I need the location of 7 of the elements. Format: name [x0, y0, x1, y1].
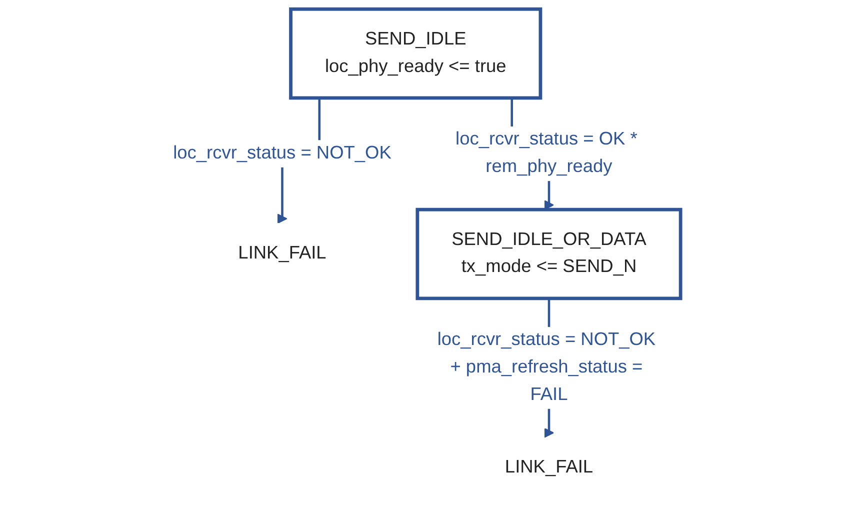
node-text: LINK_FAIL	[238, 244, 326, 264]
edge-label: loc_rcvr_status = NOT_OK	[173, 144, 392, 163]
node-text: LINK_FAIL	[505, 458, 594, 478]
node-box: SEND_IDLE_OR_DATA tx_mode <= SEND_N	[416, 208, 682, 300]
edge-label: loc_rcvr_status = OK * rem_phy_ready	[456, 130, 638, 177]
edge-label: loc_rcvr_status = NOT_OK + pma_refresh_status = FAIL	[437, 330, 656, 404]
node-box: SEND_IDLE loc_phy_ready <= true	[289, 7, 542, 100]
